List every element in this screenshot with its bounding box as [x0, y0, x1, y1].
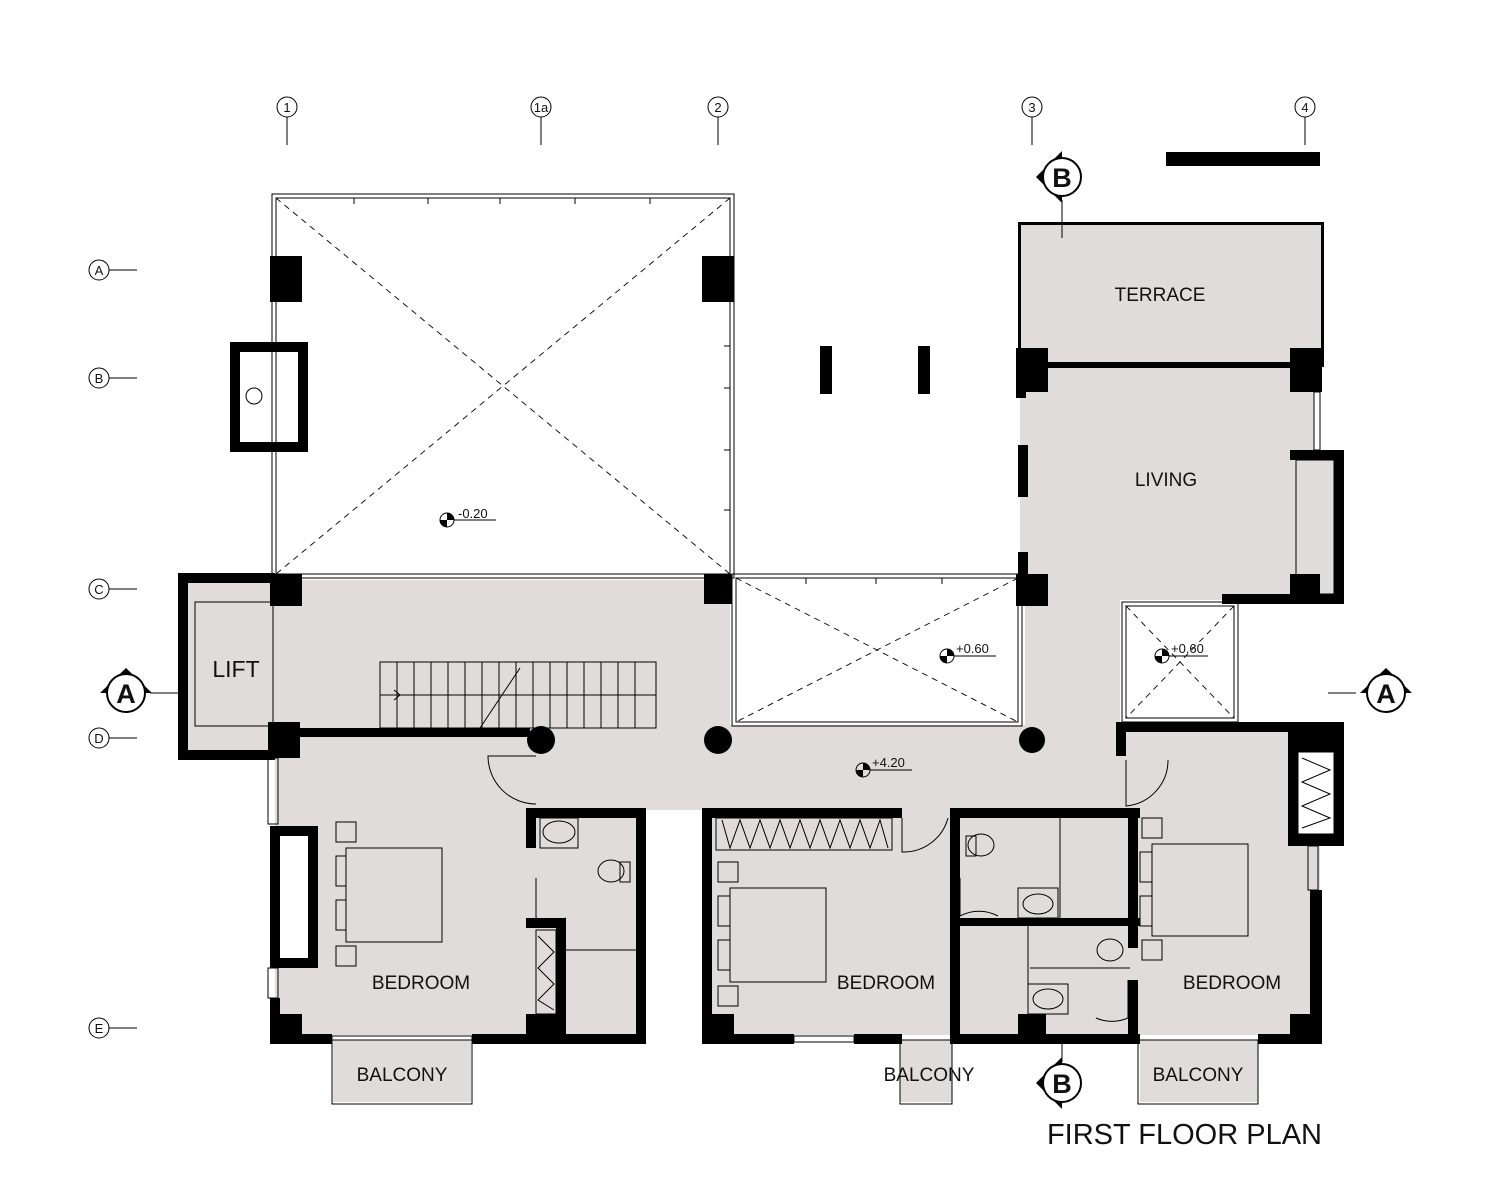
- column-court-left: [820, 346, 832, 394]
- lift-label: LIFT: [212, 656, 259, 682]
- grid-row-a: A: [88, 259, 137, 281]
- terrace-label: TERRACE: [1115, 285, 1206, 306]
- section-label: B: [1052, 163, 1072, 193]
- balcony-right-label: BALCONY: [1153, 1065, 1244, 1086]
- level-label: +0.60: [956, 641, 989, 656]
- void-court: [731, 573, 1023, 727]
- section-label: B: [1052, 1069, 1072, 1099]
- grid-label: E: [95, 1021, 104, 1036]
- grid-label: 3: [1028, 100, 1035, 115]
- living-floor: [1020, 365, 1314, 600]
- room-labels: TERRACE LIVING LIFT BEDROOM BEDROOM BEDR…: [212, 285, 1281, 1086]
- balcony-right-floor: [1140, 1040, 1258, 1102]
- level-marker-void-small: +0.60: [1154, 641, 1208, 664]
- grid-label: 1a: [534, 100, 549, 115]
- section-marker-a-right: A: [1328, 668, 1412, 713]
- balconies: [331, 1039, 1259, 1105]
- living-bay-floor: [1295, 460, 1335, 595]
- grid-column-1: 1: [276, 96, 298, 145]
- stair-hall-floor: [275, 580, 730, 730]
- section-marker-a-left: A: [100, 668, 178, 713]
- balcony-left-floor: [333, 1040, 471, 1102]
- bedroom-middle-floor: [710, 810, 955, 1035]
- floor-fills: [185, 225, 1335, 1102]
- grid-column-3: 3: [1021, 96, 1043, 145]
- grid-row-c: C: [88, 578, 137, 600]
- grid-row-d: D: [88, 727, 137, 749]
- grid-rows: A B C D E: [88, 259, 137, 1039]
- grid-label: 4: [1301, 100, 1308, 115]
- level-marker-hall: +4.20: [855, 755, 912, 778]
- balcony-middle-label: BALCONY: [884, 1065, 975, 1086]
- grid-label: D: [94, 731, 103, 746]
- section-marker-b-bottom: B: [1036, 1040, 1082, 1109]
- level-marker-void-court: +0.60: [939, 641, 996, 664]
- grid-label: A: [95, 263, 104, 278]
- level-marker-void-main: -0.20: [439, 506, 496, 528]
- balcony-middle-floor: [900, 1040, 952, 1102]
- lift: [178, 573, 275, 760]
- bedroom-right-floor: [1120, 725, 1320, 1035]
- grid-label: C: [94, 582, 103, 597]
- balcony-left-label: BALCONY: [357, 1065, 448, 1086]
- grid-label: 1: [283, 100, 290, 115]
- living-label: LIVING: [1135, 470, 1197, 491]
- bedroom-middle-label: BEDROOM: [837, 973, 935, 994]
- grid-column-4: 4: [1294, 96, 1316, 145]
- grid-column-2: 2: [707, 96, 729, 145]
- grid-columns: 1 1a 2 3 4: [276, 96, 1316, 145]
- bedroom-left-label: BEDROOM: [372, 973, 470, 994]
- terrace-floor: [1020, 225, 1322, 365]
- wardrobes: [535, 751, 1335, 1015]
- level-label: +4.20: [872, 755, 905, 770]
- doors: [487, 755, 1169, 1022]
- grid-label: B: [95, 371, 104, 386]
- lift-floor: [185, 580, 275, 750]
- level-label: -0.20: [458, 506, 488, 521]
- grid-row-e: E: [88, 1017, 137, 1039]
- scale-bar: [1166, 152, 1320, 166]
- level-label: +0.60: [1171, 641, 1204, 656]
- drawing-title: FIRST FLOOR PLAN: [1047, 1119, 1322, 1151]
- section-label: A: [1376, 679, 1396, 709]
- grid-column-1a: 1a: [530, 96, 552, 145]
- section-marker-b-top: B: [1036, 151, 1082, 238]
- void-small: [1121, 601, 1239, 723]
- bedroom-right-label: BEDROOM: [1183, 973, 1281, 994]
- furniture: [335, 817, 1249, 1034]
- column-court-right: [918, 346, 930, 394]
- grid-row-b: B: [88, 367, 137, 389]
- section-label: A: [116, 679, 136, 709]
- grid-label: 2: [714, 100, 721, 115]
- void-main: [271, 193, 735, 579]
